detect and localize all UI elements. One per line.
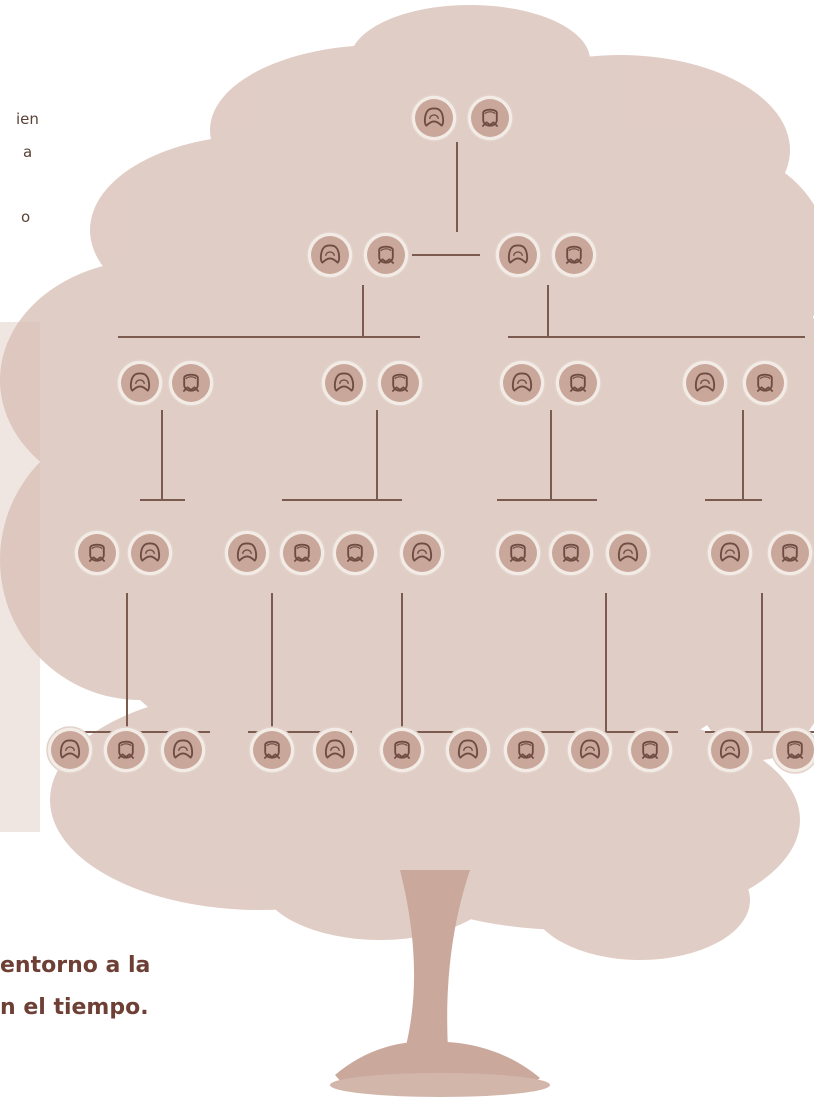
side-text-fragment: ien: [16, 110, 39, 128]
male-avatar-icon: [742, 360, 788, 406]
male-avatar-icon: [548, 530, 594, 576]
male-avatar-icon: [467, 95, 513, 141]
male-avatar-icon: [503, 727, 549, 773]
male-avatar-icon: [495, 530, 541, 576]
male-avatar-icon: [74, 530, 120, 576]
male-avatar-icon: [363, 232, 409, 278]
male-avatar-icon: [767, 530, 813, 576]
female-avatar-icon: [707, 530, 753, 576]
female-avatar-icon: [47, 727, 93, 773]
female-avatar-icon: [117, 360, 163, 406]
caption-line: entorno a la: [0, 953, 150, 978]
male-avatar-icon: [103, 727, 149, 773]
male-avatar-icon: [772, 727, 814, 773]
female-avatar-icon: [399, 530, 445, 576]
female-avatar-icon: [707, 727, 753, 773]
female-avatar-icon: [495, 232, 541, 278]
female-avatar-icon: [312, 727, 358, 773]
side-text-fragment: a: [23, 143, 32, 161]
female-avatar-icon: [160, 727, 206, 773]
male-avatar-icon: [279, 530, 325, 576]
female-avatar-icon: [224, 530, 270, 576]
male-avatar-icon: [379, 727, 425, 773]
female-avatar-icon: [567, 727, 613, 773]
female-avatar-icon: [605, 530, 651, 576]
male-avatar-icon: [551, 232, 597, 278]
female-avatar-icon: [445, 727, 491, 773]
female-avatar-icon: [307, 232, 353, 278]
female-avatar-icon: [499, 360, 545, 406]
tree-foliage: [0, 5, 814, 960]
side-text-fragment: o: [21, 208, 30, 226]
female-avatar-icon: [411, 95, 457, 141]
female-avatar-icon: [682, 360, 728, 406]
male-avatar-icon: [555, 360, 601, 406]
female-avatar-icon: [127, 530, 173, 576]
female-avatar-icon: [321, 360, 367, 406]
male-avatar-icon: [377, 360, 423, 406]
male-avatar-icon: [627, 727, 673, 773]
male-avatar-icon: [332, 530, 378, 576]
male-avatar-icon: [168, 360, 214, 406]
caption-line: n el tiempo.: [0, 995, 149, 1020]
male-avatar-icon: [249, 727, 295, 773]
